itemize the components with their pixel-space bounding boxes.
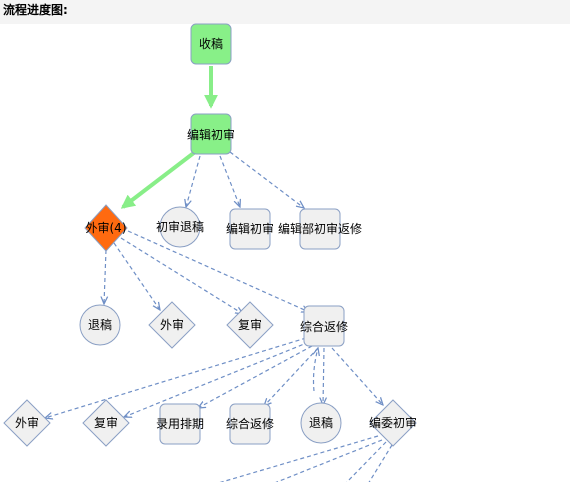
node-label: 收稿 [199,36,223,51]
node-label: 综合返修 [300,319,348,334]
page-title: 流程进度图: [3,3,68,17]
node-shape [159,403,201,445]
node-shape [159,206,201,248]
node-label: 复审 [94,415,118,430]
node-shape [299,208,341,250]
edge-bianwei-out-1 [219,435,379,482]
node-fushen-1[interactable]: 复审 [226,301,274,349]
node-waishen-2[interactable]: 外审 [148,301,196,349]
edge-bianji-to-bianji2 [219,155,240,207]
edge-waishen-to-fushen1 [120,237,243,314]
node-shougao[interactable]: 收稿 [190,23,232,65]
node-bianji-chushen-top[interactable]: 编辑初审 [187,113,235,155]
edge-bianji-to-bianjibu [229,151,304,208]
node-shape [190,113,232,155]
node-shape [84,204,128,252]
node-shape [303,305,345,347]
node-label: 编辑初审 [226,221,274,236]
node-label: 复审 [238,317,262,332]
node-luyong-paiqi[interactable]: 录用排期 [156,403,204,445]
node-tuigao-1[interactable]: 退稿 [79,304,121,346]
node-shape [148,301,196,349]
edge-zonghe1-to-tuigao2 [323,347,324,405]
node-shape [190,23,232,65]
node-bianwei-chushen[interactable]: 编委初审 [369,399,417,447]
node-bianjibu-chushen-fanxiu[interactable]: 编辑部初审返修 [278,208,362,250]
edges [45,66,393,482]
node-label: 编辑部初审返修 [278,221,362,236]
node-label: 综合返修 [226,416,274,431]
node-label: 编辑初审 [187,127,235,142]
node-label: 外审 [160,317,184,332]
node-fushen-2[interactable]: 复审 [82,399,130,447]
node-label: 编委初审 [369,415,417,430]
node-zonghe-fanxiu-1[interactable]: 综合返修 [300,305,348,347]
edge-waishen-to-tuigao1 [104,249,106,304]
edge-bianwei-out-3 [346,441,387,482]
node-label: 退稿 [88,317,112,332]
edge-zonghe1-to-luyong [198,345,313,408]
node-shape [79,304,121,346]
node-label: 退稿 [309,415,333,430]
node-bianji-chushen-2[interactable]: 编辑初审 [226,208,274,250]
node-waishen-current[interactable]: 外审(4) [84,204,128,252]
node-shape [229,403,271,445]
edge-zonghe1-to-zonghe2 [264,347,319,406]
node-shape [229,208,271,250]
edge-waishen-to-waishen2 [113,242,160,310]
edge-zonghe1-to-bianwei [331,347,383,405]
page-header: 流程进度图: [0,0,570,24]
node-shape [82,399,130,447]
node-label: 录用排期 [156,417,204,431]
node-shape [3,399,51,447]
edge-bianwei-out-4 [368,444,393,482]
edge-bianwei-out-2 [275,439,383,482]
edge-waishen-to-zonghe1 [127,230,309,312]
node-label: 初审退稿 [156,219,204,234]
node-label: 外审(4) [86,220,127,235]
edge-zonghe1-to-waishen3 [45,337,307,418]
edge-zonghe2-to-zonghe1 [314,348,319,392]
node-zonghe-fanxiu-2[interactable]: 综合返修 [226,403,274,445]
node-shape [300,402,342,444]
node-label: 外审 [15,415,39,430]
edge-bianji-to-waishen [120,150,197,209]
node-chushen-tuigao[interactable]: 初审退稿 [156,206,204,248]
edge-zonghe1-to-fushen2 [124,341,310,417]
edge-bianji-to-chushen-tuigao [186,155,201,207]
node-shape [226,301,274,349]
node-shape [369,399,417,447]
node-waishen-3[interactable]: 外审 [3,399,51,447]
node-tuigao-2[interactable]: 退稿 [300,402,342,444]
